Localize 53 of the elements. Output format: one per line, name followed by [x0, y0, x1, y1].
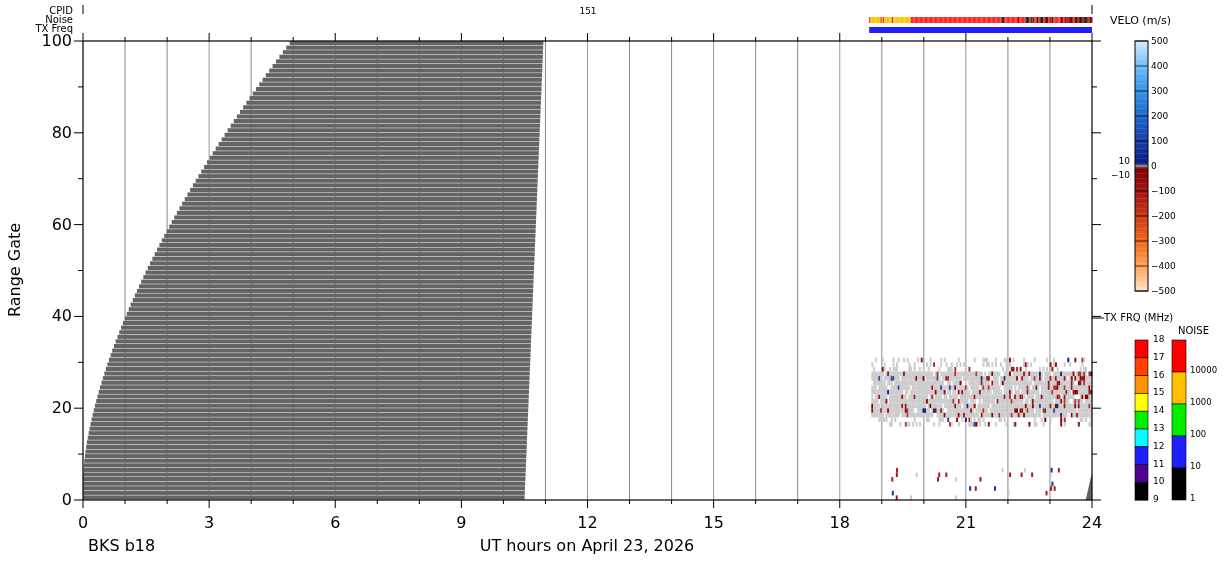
axis-tick-label: 12 — [577, 515, 598, 531]
colorbar-tick-label: 1000 — [1190, 397, 1212, 407]
colorbar-tick-label: 17 — [1153, 352, 1165, 362]
axis-tick-label: 6 — [330, 515, 341, 531]
colorbar-tick-label: 0 — [1151, 161, 1157, 171]
row-label: Noise — [45, 15, 73, 25]
colorbar-tick-label: 13 — [1153, 423, 1165, 433]
row-label: CPID — [49, 6, 73, 16]
axis-tick-label: 15 — [703, 515, 724, 531]
colorbar-tick-label: 9 — [1153, 494, 1159, 504]
colorbar-title: NOISE — [1178, 326, 1209, 336]
axis-tick-label: 3 — [204, 515, 215, 531]
axis-tick-label: 100 — [41, 33, 72, 49]
colorbar-tick-label: 15 — [1153, 387, 1165, 397]
colorbar-tick-label: 16 — [1153, 370, 1165, 380]
colorbar-tick-label: −10 — [1111, 170, 1130, 180]
axis-tick-label: 20 — [51, 400, 72, 417]
colorbar-tick-label: 10000 — [1190, 365, 1218, 375]
colorbar-tick-label: 10 — [1118, 156, 1130, 166]
colorbar-tick-label: 11 — [1153, 459, 1165, 469]
colorbar-tick-label: −300 — [1151, 236, 1176, 246]
colorbar-tick-label: 100 — [1151, 136, 1169, 146]
axis-tick-label: 0 — [61, 492, 72, 508]
colorbar-tick-label: 200 — [1151, 111, 1169, 121]
colorbar-tick-label: 10 — [1190, 461, 1201, 471]
colorbar-tick-label: 10 — [1153, 476, 1165, 486]
colorbar-tick-label: −200 — [1151, 211, 1176, 221]
axis-tick-label: 24 — [1081, 515, 1103, 531]
colorbar-tick-label: 400 — [1151, 61, 1169, 71]
axis-tick-label: 60 — [51, 216, 72, 233]
station-label: BKS b18 — [88, 538, 156, 554]
axis-tick-label: 18 — [829, 515, 850, 531]
axis-tick-label: 80 — [51, 124, 72, 141]
axis-tick-label: 40 — [51, 308, 72, 325]
axis-tick-label: 0 — [77, 515, 89, 531]
row-label: TX Freq — [35, 24, 73, 34]
colorbar-title: VELO (m/s) — [1110, 14, 1172, 26]
colorbar-tick-label: −400 — [1151, 261, 1176, 271]
axis-title: Range Gate — [7, 222, 23, 318]
colorbar-tick-label: 100 — [1190, 429, 1207, 439]
colorbar-tick-label: −500 — [1151, 286, 1176, 296]
colorbar-tick-label: −100 — [1151, 186, 1176, 196]
colorbar-title: TX FRQ (MHz) — [1104, 313, 1174, 323]
axis-title: UT hours on April 23, 2026 — [479, 538, 695, 554]
colorbar-tick-label: 300 — [1151, 86, 1169, 96]
cpid-value: 151 — [579, 6, 597, 16]
colorbar-tick-label: 500 — [1151, 36, 1169, 46]
colorbar-tick-label: 12 — [1153, 441, 1165, 451]
axis-tick-label: 9 — [456, 515, 467, 531]
colorbar-tick-label: 1 — [1190, 493, 1196, 503]
colorbar-tick-label: 18 — [1153, 334, 1165, 344]
axis-tick-label: 21 — [955, 515, 977, 531]
colorbar-tick-label: 14 — [1153, 405, 1165, 415]
